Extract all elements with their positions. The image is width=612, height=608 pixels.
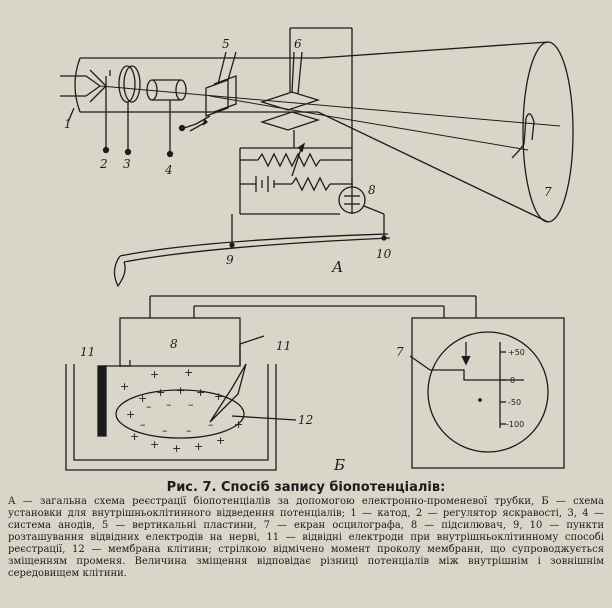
label-8: 8 <box>368 183 376 197</box>
label-9: 9 <box>226 253 234 267</box>
svg-text:+: + <box>176 384 185 397</box>
svg-text:+: + <box>172 442 181 455</box>
label-b-12: 12 <box>298 413 313 427</box>
nerve <box>113 214 391 288</box>
electron-beam <box>99 85 561 151</box>
electrode-left <box>97 360 131 437</box>
crt-tube <box>74 41 574 223</box>
label-b-11-right: 11 <box>276 339 291 353</box>
label-b-7: 7 <box>396 345 404 359</box>
svg-text:+: + <box>234 418 243 431</box>
svg-text:+: + <box>184 366 193 379</box>
part-a-label: А <box>331 258 343 276</box>
svg-text:+: + <box>156 386 165 399</box>
svg-text:+: + <box>130 430 139 443</box>
scale-zero: 0 <box>510 376 515 385</box>
svg-text:+: + <box>194 440 203 453</box>
label-2: 2 <box>99 157 108 171</box>
figure-caption: Рис. 7. Спосіб запису біопотенціалів: А … <box>8 480 604 580</box>
scale-minus-50: -50 <box>508 398 521 407</box>
caption-body: А — загальна схема реєстрації біопотенці… <box>8 496 604 579</box>
svg-text:–: – <box>140 418 146 431</box>
svg-text:+: + <box>126 408 135 421</box>
biopotential-diagram: +++ +++ +++ +++ +++ ––– ––– – 1 2 3 4 5 … <box>60 27 574 474</box>
label-1: 1 <box>64 117 72 131</box>
cathode <box>60 69 107 123</box>
brightness-regulator <box>102 70 111 154</box>
svg-text:+: + <box>138 392 147 405</box>
oscilloscope <box>409 317 565 469</box>
svg-text:–: – <box>162 424 168 437</box>
cell-membrane <box>115 389 245 439</box>
svg-text:+: + <box>120 380 129 393</box>
microelectrode <box>209 335 265 423</box>
label-b-8: 8 <box>170 337 178 351</box>
amplifier-circuit <box>239 142 353 215</box>
svg-text:+: + <box>196 386 205 399</box>
membrane-charges: +++ +++ +++ +++ +++ ––– ––– – <box>120 366 243 455</box>
caption-title: Рис. 7. Спосіб запису біопотенціалів: <box>166 480 446 495</box>
svg-text:–: – <box>188 398 194 411</box>
connection-wires <box>149 295 477 318</box>
amplifier-box <box>119 317 241 367</box>
svg-text:+: + <box>216 434 225 447</box>
label-10: 10 <box>376 247 392 261</box>
deflection-plates-5 <box>178 51 237 132</box>
label-3: 3 <box>123 157 131 171</box>
svg-text:–: – <box>146 400 152 413</box>
svg-text:+: + <box>150 438 159 451</box>
bath <box>65 364 277 471</box>
label-7: 7 <box>544 185 552 199</box>
deflection-plates-6 <box>259 27 353 160</box>
screen-trace <box>511 113 535 159</box>
label-5: 5 <box>222 37 230 51</box>
label-b-11-left: 11 <box>80 345 95 359</box>
part-b-label: Б <box>333 456 345 474</box>
svg-text:+: + <box>150 368 159 381</box>
svg-text:–: – <box>208 418 214 431</box>
scale-minus-100: -100 <box>506 420 524 429</box>
scale-plus-50: +50 <box>508 348 525 357</box>
svg-text:–: – <box>166 398 172 411</box>
svg-text:+: + <box>214 390 223 403</box>
anode-rings <box>118 65 141 156</box>
svg-text:–: – <box>186 424 192 437</box>
amplifier-tube <box>338 178 385 238</box>
label-4: 4 <box>164 163 173 177</box>
label-6: 6 <box>294 37 302 51</box>
